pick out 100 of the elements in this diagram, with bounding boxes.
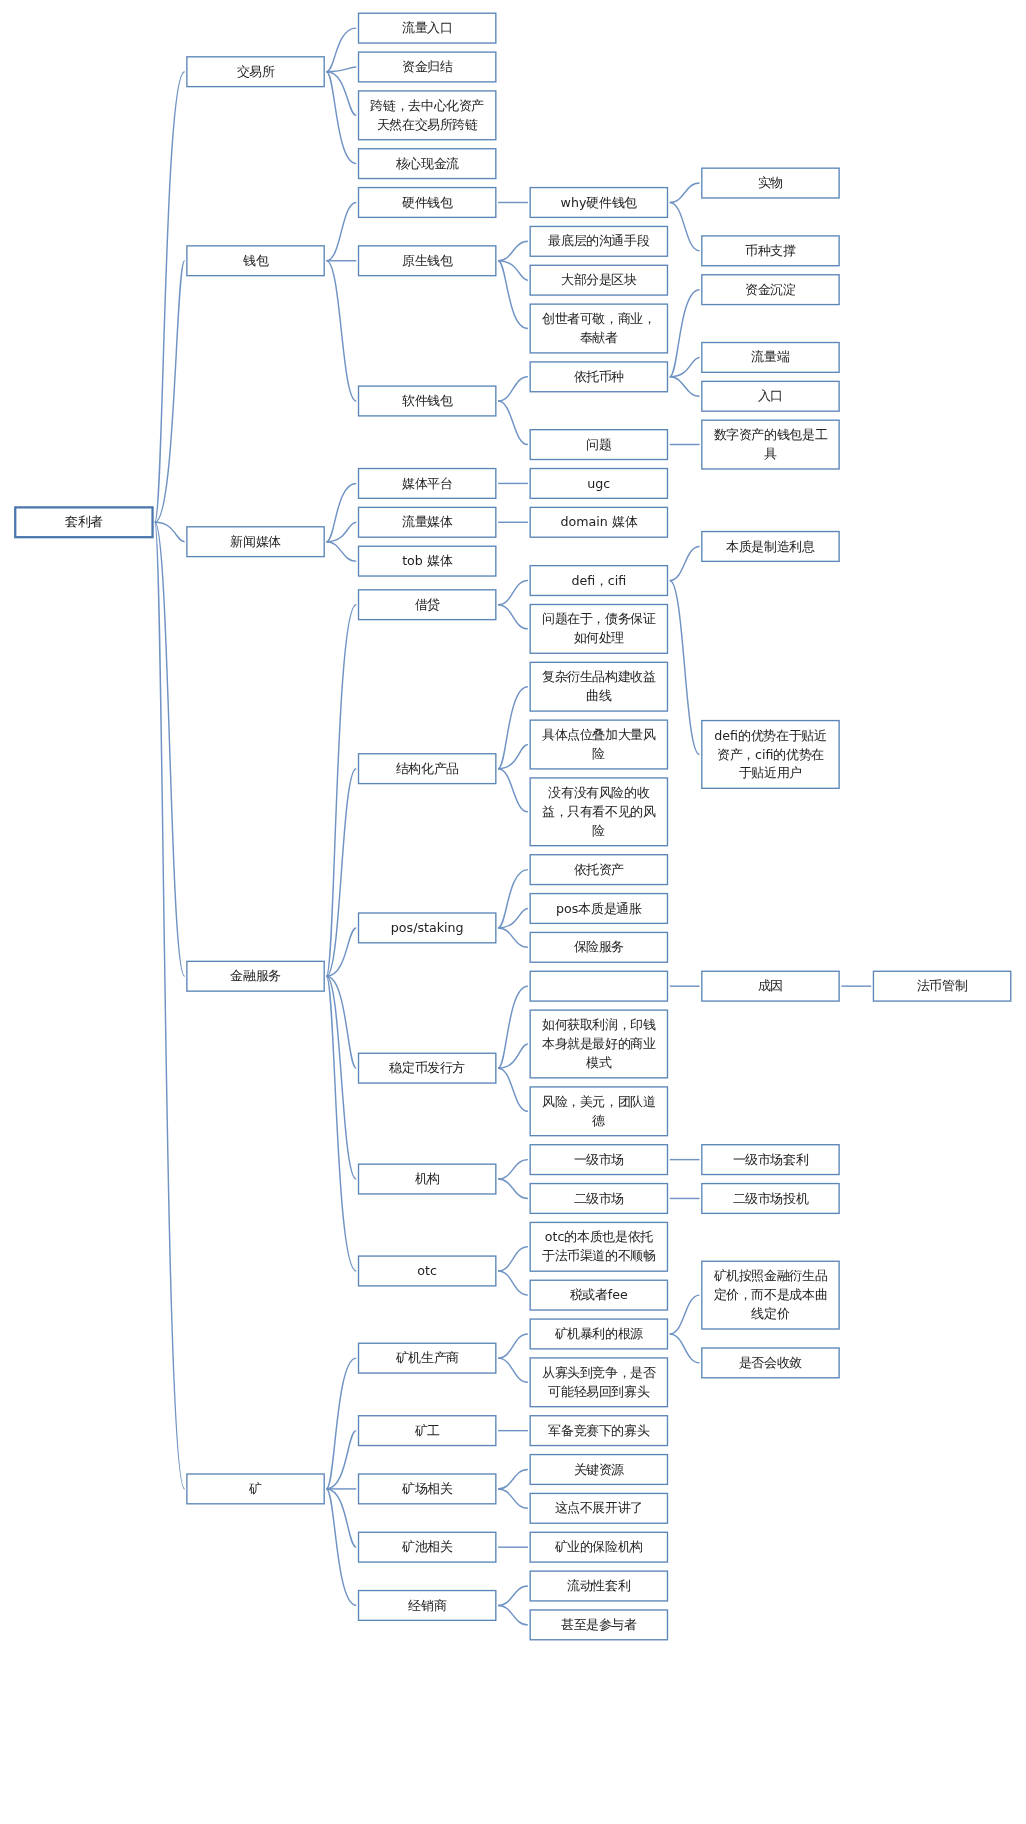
- topic-box: 矿池相关: [357, 1531, 497, 1563]
- topic-box: 矿机生产商: [357, 1342, 497, 1374]
- topic-box: 二级市场投机: [701, 1182, 840, 1215]
- branch-line: [497, 1178, 529, 1200]
- branch-line: [325, 1488, 357, 1490]
- branch-line: [325, 482, 357, 543]
- branch-line: [154, 521, 186, 1490]
- topic-box: otc: [357, 1255, 497, 1287]
- topic-box: 硬件钱包: [357, 186, 497, 219]
- empty-box: [529, 970, 669, 1002]
- topic-box: 关键资源: [529, 1453, 669, 1486]
- branch-line: [497, 376, 529, 402]
- topic-box: 二级市场: [529, 1182, 669, 1215]
- topic-box: 稳定币发行方: [357, 1052, 497, 1084]
- topic-box: 原生钱包: [357, 245, 497, 277]
- branch-line: [669, 288, 701, 378]
- branch-line: [325, 201, 357, 262]
- topic-box: 矿工: [357, 1415, 497, 1447]
- branch-line: [497, 604, 529, 630]
- topic-box: 资金沉淀: [701, 274, 840, 306]
- branch-line: [325, 767, 357, 977]
- branch-line: [497, 521, 529, 523]
- branch-line: [497, 1246, 529, 1272]
- topic-box: 成因: [701, 970, 840, 1002]
- topic-box: 如何获取利润，印钱本身就是最好的商业模式: [529, 1009, 669, 1079]
- topic-box: 具体点位叠加大量风险: [529, 719, 669, 770]
- topic-box: 媒体平台: [357, 467, 497, 500]
- branch-line: [669, 545, 701, 582]
- branch-line: [497, 1546, 529, 1548]
- branch-line: [154, 71, 186, 523]
- topic-box: 入口: [701, 380, 840, 412]
- branch-line: [669, 376, 701, 397]
- topic-box: 交易所: [186, 56, 325, 88]
- branch-line: [497, 767, 529, 813]
- branch-line: [497, 927, 529, 949]
- topic-box: 结构化产品: [357, 753, 497, 785]
- topic-box: 金融服务: [186, 960, 325, 992]
- branch-line: [325, 260, 357, 402]
- topic-box: 没有没有风险的收益，只有看不见的风险: [529, 777, 669, 847]
- branch-line: [669, 443, 701, 446]
- topic-box: 实物: [701, 167, 840, 199]
- topic-box: 一级市场套利: [701, 1144, 840, 1176]
- topic-box: pos/staking: [357, 912, 497, 944]
- branch-line: [497, 260, 529, 281]
- topic-box: 一级市场: [529, 1144, 669, 1176]
- topic-box: otc的本质也是依托于法币渠道的不顺畅: [529, 1221, 669, 1272]
- branch-line: [325, 260, 357, 262]
- topic-box: 矿场相关: [357, 1473, 497, 1505]
- topic-box: 机构: [357, 1163, 497, 1195]
- branch-line: [497, 1067, 529, 1112]
- topic-box: why硬件钱包: [529, 186, 669, 219]
- topic-box: 军备竞赛下的寡头: [529, 1415, 669, 1447]
- branch-line: [669, 985, 701, 987]
- topic-box: 软件钱包: [357, 385, 497, 417]
- topic-box: defi，cifi: [529, 564, 669, 597]
- topic-box: 本质是制造利息: [701, 530, 840, 563]
- topic-box: 创世者可敬，商业，奉献者: [529, 303, 669, 354]
- branch-line: [669, 579, 701, 756]
- branch-line: [325, 1488, 357, 1607]
- branch-line: [325, 1357, 357, 1490]
- branch-line: [497, 1429, 529, 1432]
- branch-line: [497, 201, 529, 204]
- branch-line: [325, 975, 357, 1272]
- branch-line: [669, 182, 701, 204]
- branch-line: [154, 260, 186, 523]
- branch-line: [325, 1488, 357, 1548]
- topic-box: 风险，美元，团队道德: [529, 1086, 669, 1137]
- topic-box: 矿: [186, 1473, 325, 1505]
- topic-box: 矿机按照金融衍生品定价，而不是成本曲线定价: [701, 1260, 840, 1330]
- topic-box: 钱包: [186, 245, 325, 277]
- topic-box: 流量端: [701, 341, 840, 373]
- branch-line: [154, 521, 186, 543]
- branch-line: [497, 868, 529, 929]
- topic-box: 保险服务: [529, 931, 669, 963]
- topic-box: ugc: [529, 467, 669, 500]
- topic-box: 问题在于，债务保证如何处理: [529, 603, 669, 654]
- branch-line: [497, 1488, 529, 1510]
- topic-box: 核心现金流: [357, 148, 497, 180]
- topic-box: 矿业的保险机构: [529, 1531, 669, 1563]
- branch-line: [497, 1333, 529, 1359]
- branch-line: [325, 604, 357, 977]
- branch-line: [669, 1294, 701, 1335]
- topic-box: 借贷: [357, 589, 497, 621]
- branch-line: [669, 1158, 701, 1161]
- branch-line: [325, 975, 357, 1069]
- branch-line: [325, 71, 357, 165]
- topic-box: 流动性套利: [529, 1570, 669, 1602]
- topic-box: 新闻媒体: [186, 526, 325, 558]
- topic-box: 矿机暴利的根源: [529, 1318, 669, 1350]
- branch-line: [325, 927, 357, 977]
- branch-line: [497, 985, 529, 1069]
- branch-line: [497, 685, 529, 770]
- topic-box: 跨链，去中心化资产天然在交易所跨链: [357, 90, 497, 141]
- branch-line: [325, 975, 357, 1180]
- topic-box: 税或者fee: [529, 1279, 669, 1311]
- branch-line: [497, 1043, 529, 1069]
- branch-line: [497, 400, 529, 446]
- branch-line: [154, 521, 186, 977]
- topic-box: 法币管制: [872, 970, 1012, 1002]
- topic-box: 最底层的沟通手段: [529, 225, 669, 257]
